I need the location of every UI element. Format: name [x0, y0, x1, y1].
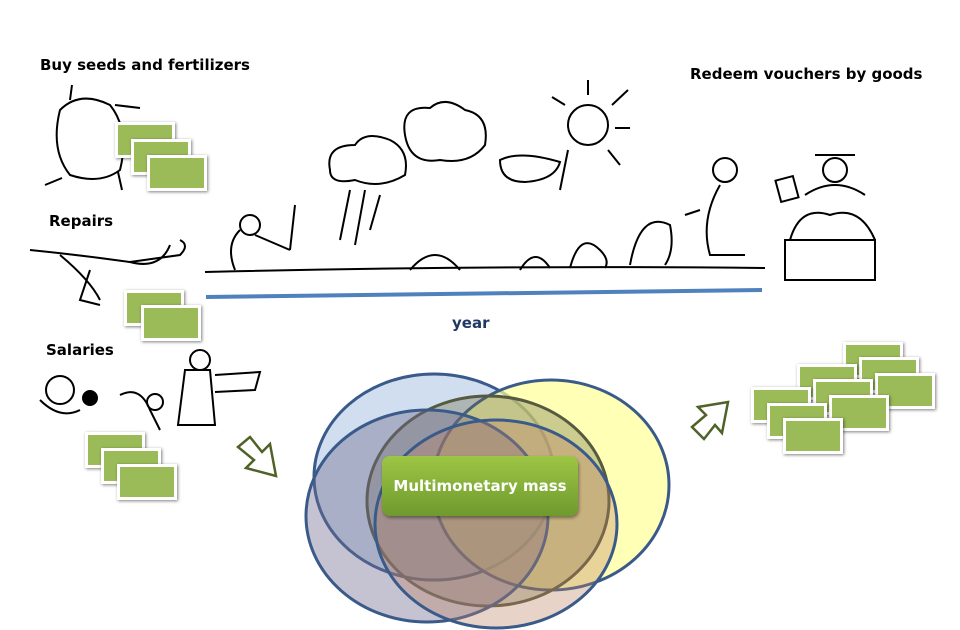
label-buy-seeds: Buy seeds and fertilizers: [40, 56, 250, 74]
arrow-out-mass-icon: [690, 400, 730, 441]
voucher-icon: [829, 395, 889, 431]
farming-year-sketch: [204, 80, 766, 273]
voucher-icon: [117, 464, 177, 500]
voucher-icon: [783, 418, 843, 454]
currency-set-5: [373, 418, 619, 630]
plough-icon: [29, 239, 186, 306]
label-repairs: Repairs: [49, 212, 114, 230]
arrow-into-mass-icon: [236, 435, 278, 478]
label-redeem: Redeem vouchers by goods: [690, 65, 923, 83]
voucher-icon: [147, 155, 207, 191]
seed-bag-icon: [44, 84, 141, 191]
vendor-stall-icon: [774, 154, 876, 281]
timeline-line: [205, 288, 763, 299]
multimonetary-mass-box: Multimonetary mass: [382, 456, 578, 516]
timeline-label: year: [452, 314, 490, 332]
label-salaries: Salaries: [46, 341, 114, 359]
voucher-icon: [141, 305, 201, 341]
workers-icon: [39, 349, 262, 431]
